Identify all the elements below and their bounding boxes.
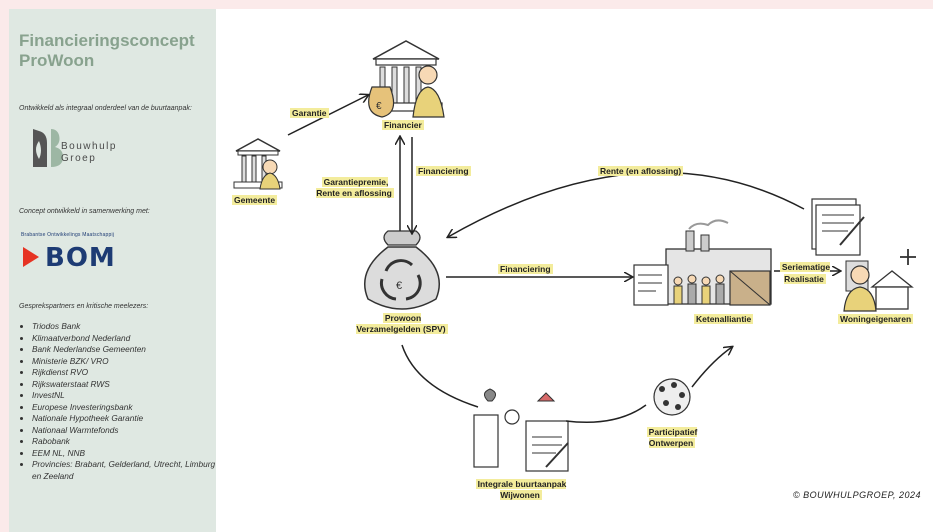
node-label-woningeigenaren: Woningeigenaren [838,314,914,324]
document-icon [633,264,669,306]
node-label-prowoon: Prowoon Verzamelgelden (SPV) [356,313,448,334]
list-item: Nationale Hypotheek Garantie [32,413,217,425]
list-item: InvestNL [32,390,217,402]
participation-group-icon [653,378,691,416]
cooperation-note: Concept ontwikkeld in samenwerking met: [19,208,150,215]
partners-note: Gesprekspartners en kritische meelezers: [19,303,149,310]
recycle-money-bag-icon: € [364,230,440,310]
node-label-participatief: Participatief Ontwerpen [646,427,698,448]
node-label-gemeente: Gemeente [232,195,278,205]
list-item: Klimaatverbond Nederland [32,333,217,345]
list-item: Provincies: Brabant, Gelderland, Utrecht… [32,459,217,482]
list-item: Rijkswaterstaat RWS [32,379,217,391]
crate-icon [729,270,771,306]
bom-logo-icon [23,247,39,267]
svg-text:€: € [376,101,382,112]
list-item: Nationaal Warmtefonds [32,425,217,437]
integral-note: Ontwikkeld als integraal onderdeel van d… [19,105,192,112]
edge-label-garantie: Garantie [290,108,329,118]
sidebar: Financieringsconcept ProWoon Ontwikkeld … [9,9,216,532]
edge-label-financiering-right: Financiering [498,264,553,274]
list-item: Bank Nederlandse Gemeenten [32,344,217,356]
bom-logo-text: BOM [45,243,116,273]
money-bag-icon: € [368,86,395,118]
list-item: Rabobank [32,436,217,448]
edge-label-garantiepremie: Garantiepremie, Rente en aflossing [316,177,394,198]
list-item: Rijkdienst RVO [32,367,217,379]
list-item: Triodos Bank [32,321,217,333]
bouwhulp-logo-text: Bouwhulp Groep [61,141,117,164]
node-label-ketenalliantie: Ketenalliantie [694,314,754,324]
plus-icon [900,249,916,265]
neighbourhood-plan-icon [473,388,569,472]
bouwhulp-logo-icon [33,129,63,167]
svg-text:€: € [396,280,402,292]
buurtaanpak-to-participatief-path [565,404,647,424]
participatief-to-ketenalliantie-arrow [691,347,732,388]
edge-label-rente: Rente (en aflossing) [598,166,684,176]
page-title: Financieringsconcept ProWoon [19,31,195,70]
node-label-financier: Financier [382,120,424,130]
bom-subtitle: Brabantse Ontwikkelings Maatschappij [21,232,115,238]
partners-list: Triodos Bank Klimaatverbond Nederland Ba… [19,321,217,482]
homeowner-person-icon [843,265,877,312]
workers-group-icon [673,274,725,305]
bank-building-icon [371,40,443,112]
edge-label-financiering-down: Financiering [416,166,471,176]
edge-label-seriematige: Seriematige Realisatie [779,262,831,284]
node-label-integrale: Integrale buurtaanpak Wijwonen [475,479,567,500]
banker-person-icon [412,65,445,118]
official-person-icon [259,159,281,190]
diagram-canvas: € € [216,9,933,532]
copyright-text: © BOUWHULPGROEP, 2024 [793,490,922,500]
spv-to-buurtaanpak-path [401,344,479,408]
list-item: Europese Investeringsbank [32,402,217,414]
list-item: EEM NL, NNB [32,448,217,460]
flow-diagram: € € [233,40,916,472]
list-item: Ministerie BZK/ VRO [32,356,217,368]
documents-stack-icon [811,198,865,256]
rente-arrow [448,171,805,237]
